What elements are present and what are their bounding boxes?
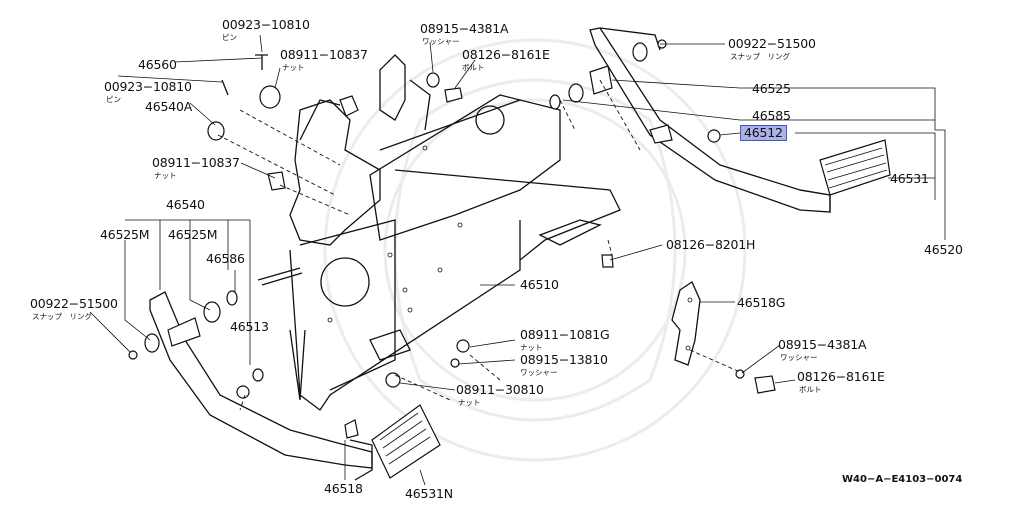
label-00923-10810-top: 00923−10810: [222, 17, 310, 32]
hardware: [207, 54, 614, 439]
label-00923-10810-left: 00923−10810: [104, 79, 192, 94]
label-46512[interactable]: 46512: [740, 125, 787, 141]
label-46560: 46560: [138, 57, 177, 72]
assembly-lines: [217, 79, 741, 411]
label-washer-low-sub: ワッシャー: [520, 368, 558, 377]
label-46513: 46513: [230, 319, 269, 334]
label-00922-51500-right: 00922−51500: [728, 36, 816, 51]
label-washer-right-sub: ワッシャー: [780, 353, 818, 362]
label-46586: 46586: [206, 251, 245, 266]
label-46540A: 46540A: [145, 99, 193, 114]
label-snapring-left-sub: スナップ リング: [32, 312, 92, 321]
label-nut-bottom-sub: ナット: [458, 398, 481, 407]
label-46585: 46585: [752, 108, 791, 123]
label-46531N: 46531N: [405, 486, 453, 501]
label-08915-13810: 08915−13810: [520, 352, 608, 367]
label-bolt-right-sub: ボルト: [799, 385, 822, 394]
label-08126-8161E-top: 08126−8161E: [462, 47, 550, 62]
label-08126-8161E-right: 08126−8161E: [797, 369, 885, 384]
label-snapring-right-sub: スナップ リング: [730, 52, 790, 61]
bracket-46518G: [671, 281, 776, 394]
pedal-arm-46520: [589, 27, 891, 213]
label-08911-10837-top: 08911−10837: [280, 47, 368, 62]
label-08911-1081G: 08911−1081G: [520, 327, 610, 342]
label-pin-left-sub: ピン: [106, 95, 121, 104]
label-08915-4381A-top: 08915−4381A: [420, 21, 509, 36]
label-08126-8201H: 08126−8201H: [666, 237, 756, 252]
label-nut-top-sub: ナット: [282, 63, 305, 72]
pedal-arm-46540: [149, 291, 441, 481]
label-46520: 46520: [924, 242, 963, 257]
label-pin-top-sub: ピン: [222, 33, 237, 42]
label-08911-10837-mid: 08911−10837: [152, 155, 240, 170]
label-46525M-b: 46525M: [168, 227, 218, 242]
label-46518G: 46518G: [737, 295, 786, 310]
label-46531: 46531: [890, 171, 929, 186]
pivot-parts-left: [128, 267, 303, 382]
label-46525: 46525: [752, 81, 791, 96]
label-08911-30810: 08911−30810: [456, 382, 544, 397]
label-46510: 46510: [520, 277, 559, 292]
bracket-46510: [289, 54, 621, 411]
drawing-code: W40−A−E4103−0074: [842, 474, 963, 485]
pivot-parts-right: [549, 39, 667, 110]
label-46540: 46540: [166, 197, 205, 212]
label-46525M-a: 46525M: [100, 227, 150, 242]
label-08915-4381A-right: 08915−4381A: [778, 337, 867, 352]
label-nut-low-sub: ナット: [520, 343, 543, 352]
label-46518: 46518: [324, 481, 363, 496]
label-bolt-top-sub: ボルト: [462, 63, 485, 72]
label-washer-top-sub: ワッシャー: [422, 37, 460, 46]
label-nut-mid-sub: ナット: [154, 171, 177, 180]
watermark: [323, 38, 747, 462]
label-00922-51500-left: 00922−51500: [30, 296, 118, 311]
leader-lines: [89, 34, 946, 486]
